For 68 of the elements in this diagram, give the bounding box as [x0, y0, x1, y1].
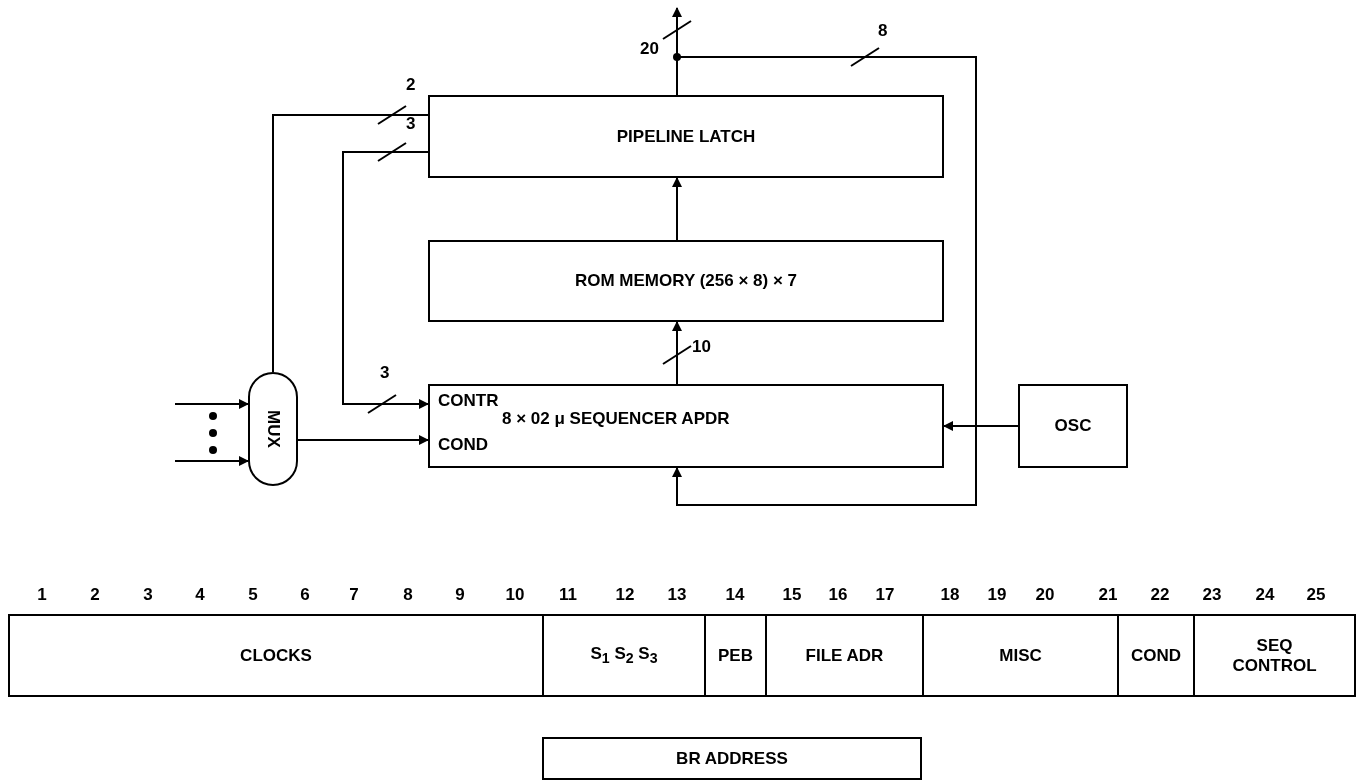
bit-number: 23	[1202, 586, 1222, 603]
field-cell	[1193, 614, 1356, 697]
arrow	[174, 456, 249, 466]
block-label: FILE ADR	[804, 645, 885, 666]
field-cell	[704, 614, 767, 697]
field-cell	[765, 614, 924, 697]
field-cell	[542, 737, 922, 780]
edge-label: 3	[406, 115, 416, 132]
bit-number: 19	[987, 586, 1007, 603]
arrow	[297, 435, 429, 445]
block-label: COND	[1129, 645, 1183, 666]
block-label: 8 × 02 μ SEQUENCER APDR	[502, 410, 730, 427]
bit-number: 12	[615, 586, 635, 603]
block-label: ROM MEMORY (256 × 8) × 7	[574, 271, 798, 291]
oscillator-box	[1018, 384, 1128, 468]
block-label: CLOCKS	[239, 645, 313, 666]
arrow	[672, 177, 682, 241]
bit-number: 3	[143, 586, 153, 603]
port-label: CONTR	[438, 392, 499, 409]
bit-number: 7	[349, 586, 359, 603]
bit-number: 9	[455, 586, 465, 603]
arrow	[672, 56, 977, 506]
block-label: MUX	[263, 410, 283, 448]
bit-number: 4	[195, 586, 205, 603]
block-label: BR ADDRESS	[675, 748, 789, 769]
bit-number: 14	[725, 586, 745, 603]
arrow	[943, 421, 1019, 431]
process-box	[428, 95, 944, 178]
bit-number: 16	[828, 586, 848, 603]
block-label: PIPELINE LATCH	[615, 126, 757, 147]
bit-number: 17	[875, 586, 895, 603]
block-label: S$_{1}$ S$_{2}$ S$_{3}$	[589, 644, 659, 667]
memory-box	[428, 240, 944, 322]
bit-number: 13	[667, 586, 687, 603]
multiplexer-pill	[248, 372, 298, 486]
bit-number: 2	[90, 586, 100, 603]
edge-label: 8	[878, 22, 888, 39]
bit-number: 25	[1306, 586, 1326, 603]
connector-line	[272, 114, 429, 373]
bit-number: 20	[1035, 586, 1055, 603]
bus-width-label: 3	[380, 364, 390, 381]
edge-label: 10	[692, 338, 711, 355]
bit-number: 8	[403, 586, 413, 603]
bit-number: 5	[248, 586, 258, 603]
edge-label: 20	[640, 40, 659, 57]
bit-number: 6	[300, 586, 310, 603]
bit-number: 24	[1255, 586, 1275, 603]
field-cell	[542, 614, 706, 697]
bit-number: 21	[1098, 586, 1118, 603]
bit-number: 22	[1150, 586, 1170, 603]
bit-number: 10	[505, 586, 525, 603]
block-label: PEB	[717, 645, 754, 666]
edge-label: 2	[406, 76, 416, 93]
arrow	[342, 151, 429, 409]
arrow	[672, 321, 682, 385]
field-cell	[922, 614, 1119, 697]
block-label: OSC	[1053, 416, 1093, 436]
block-label: SEQ CONTROL	[1231, 635, 1318, 676]
field-cell	[8, 614, 544, 697]
bit-number: 11	[559, 586, 577, 603]
sequencer-box	[428, 384, 944, 468]
block-label: MISC	[998, 645, 1043, 666]
field-cell	[1117, 614, 1195, 697]
port-label: COND	[438, 436, 489, 453]
arrow	[174, 399, 249, 409]
bit-number: 15	[782, 586, 802, 603]
bit-number: 1	[37, 586, 47, 603]
bit-number: 18	[940, 586, 960, 603]
